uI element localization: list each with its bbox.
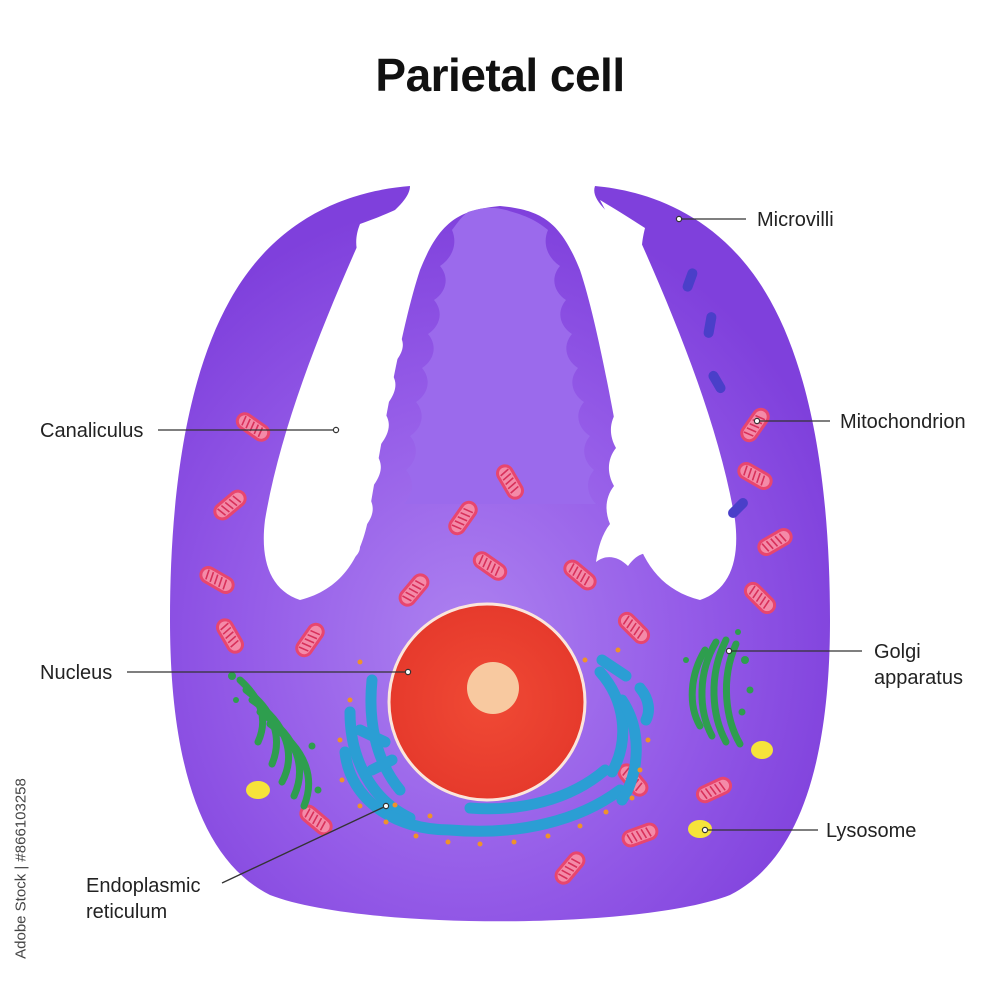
label-microvilli: Microvilli: [757, 209, 834, 231]
label-mitochondrion: Mitochondrion: [840, 411, 966, 433]
endoplasmic-reticulum: [339, 654, 654, 837]
leader-lines: [127, 218, 862, 884]
nucleus: [387, 602, 587, 802]
diagram-title: Parietal cell: [375, 49, 625, 101]
label-golgi-line1: Golgi: [874, 641, 921, 663]
stock-id-watermark: Adobe Stock | #866103258: [6, 760, 30, 990]
label-er-line2: reticulum: [86, 901, 168, 923]
label-lysosome: Lysosome: [826, 820, 917, 842]
canaliculus-right: [596, 200, 667, 566]
er-ribosomes: [337, 647, 651, 847]
microvilli-dashes: [682, 268, 748, 518]
label-golgi-line2: apparatus: [874, 667, 963, 689]
golgi-left: [236, 676, 313, 810]
label-canaliculus: Canaliculus: [40, 420, 144, 442]
cell-cytoplasm: [170, 186, 830, 922]
lysosomes: [246, 741, 773, 838]
central-column: [404, 207, 596, 505]
stock-id-text: Adobe Stock | #866103258: [12, 778, 30, 959]
golgi-left-vesicles: [228, 672, 322, 794]
golgi-right-vesicles: [683, 629, 754, 716]
canaliculus: [282, 200, 417, 565]
leader-dots: [332, 215, 761, 834]
golgi-right: [688, 636, 744, 748]
label-er-line1: Endoplasmic: [86, 875, 201, 897]
label-nucleus: Nucleus: [40, 662, 113, 684]
